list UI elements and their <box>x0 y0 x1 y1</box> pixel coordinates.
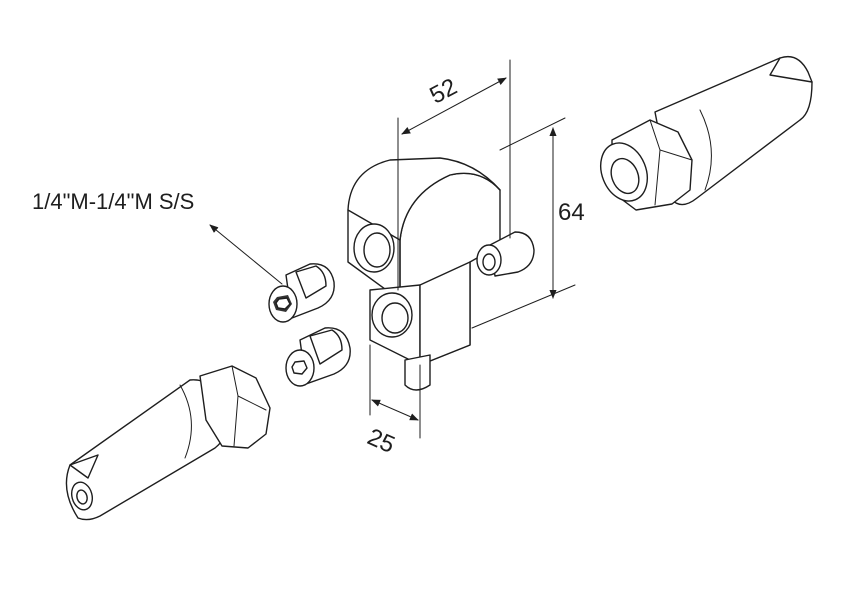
part-label: 1/4"M-1/4"M S/S <box>32 189 194 214</box>
height-dimension-label: 64 <box>558 199 585 226</box>
upper-screw <box>268 263 335 323</box>
left-swage-fitting <box>65 365 271 521</box>
dimension-lines <box>209 59 576 439</box>
width-dimension-label: 52 <box>425 73 461 109</box>
right-swage-fitting <box>600 55 813 211</box>
central-bracket <box>347 157 535 391</box>
depth-dimension-label: 25 <box>363 423 398 459</box>
lower-screw <box>285 327 351 387</box>
